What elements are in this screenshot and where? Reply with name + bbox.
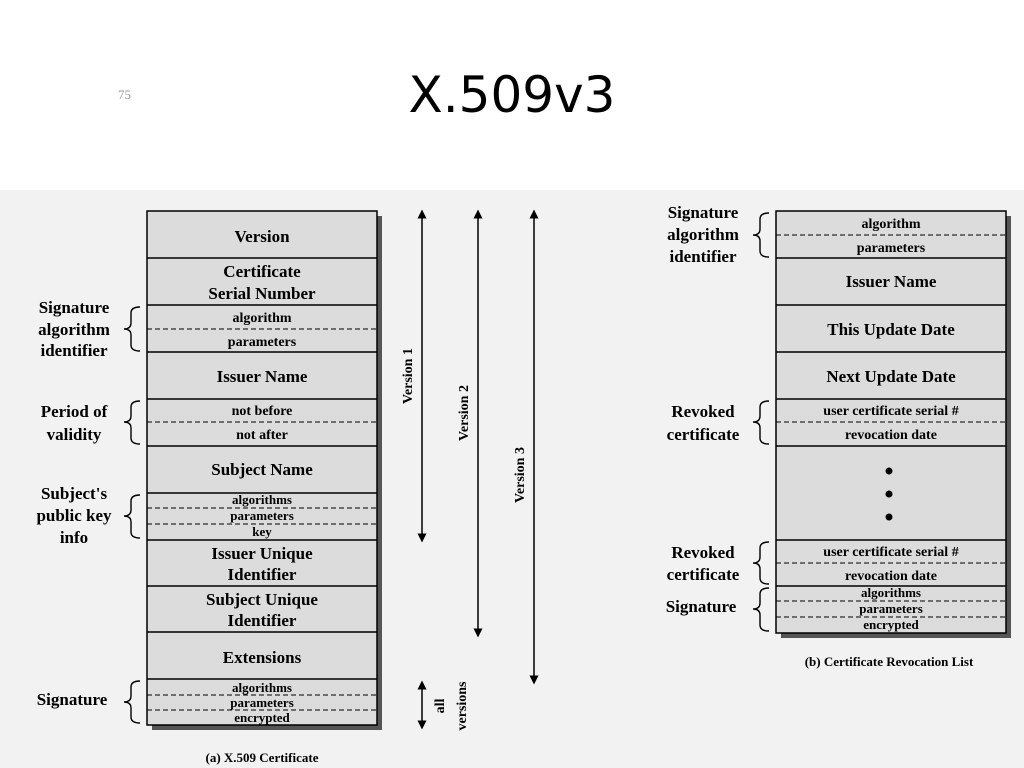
certificate-caption: (a) X.509 Certificate bbox=[206, 750, 319, 765]
crl-dividers bbox=[776, 257, 1006, 587]
crl-field-revoked1-date: revocation date bbox=[845, 428, 937, 443]
field-subject-name: Subject Name bbox=[211, 460, 313, 479]
crl-field-algorithm: algorithm bbox=[861, 217, 920, 232]
field-issuer-uid-line2: Identifier bbox=[228, 565, 297, 584]
slide-title: X.509v3 bbox=[408, 66, 616, 124]
field-extensions: Extensions bbox=[223, 648, 302, 667]
field-sign-algorithms: algorithms bbox=[232, 680, 292, 695]
ellipsis-dots bbox=[885, 467, 893, 521]
crl-caption: (b) Certificate Revocation List bbox=[805, 654, 974, 669]
certificate-diagram: Version Certificate Serial Number algori… bbox=[36, 209, 539, 765]
group-validity-line2: validity bbox=[47, 425, 102, 444]
field-subject-uid-line2: Identifier bbox=[228, 611, 297, 630]
certificate-dashed-dividers bbox=[147, 328, 377, 711]
group-pk-line2: public key bbox=[36, 506, 112, 525]
crl-dashed-dividers bbox=[776, 234, 1006, 618]
crl-field-revoked1-serial: user certificate serial # bbox=[823, 404, 958, 419]
group-sigalg-line3: identifier bbox=[40, 341, 107, 360]
label-all: all bbox=[433, 699, 448, 714]
group-signature: Signature bbox=[37, 690, 108, 709]
brace-sigalg bbox=[123, 306, 141, 352]
crl-field-sign-algorithms: algorithms bbox=[861, 585, 921, 600]
crl-field-this-update: This Update Date bbox=[827, 320, 955, 339]
crl-group-sigalg-line1: Signature bbox=[668, 203, 739, 222]
crl-brace-signature bbox=[752, 587, 770, 632]
crl-field-sign-encrypted: encrypted bbox=[863, 617, 919, 632]
crl-group-sigalg-line2: algorithm bbox=[667, 225, 739, 244]
group-validity-line1: Period of bbox=[41, 402, 108, 421]
crl-field-next-update: Next Update Date bbox=[826, 367, 956, 386]
field-sig-algorithm: algorithm bbox=[232, 311, 291, 326]
field-sign-parameters: parameters bbox=[230, 695, 294, 710]
crl-group-sigalg-line3: identifier bbox=[669, 247, 736, 266]
label-version-2: Version 2 bbox=[457, 385, 472, 441]
field-not-before: not before bbox=[232, 404, 293, 419]
field-version: Version bbox=[234, 227, 290, 246]
crl-diagram: algorithm parameters Issuer Name This Up… bbox=[666, 203, 1011, 669]
label-version-1: Version 1 bbox=[401, 348, 416, 404]
crl-group-revoked2-line2: certificate bbox=[667, 565, 740, 584]
field-serial-line2: Serial Number bbox=[208, 284, 316, 303]
field-sign-encrypted: encrypted bbox=[234, 710, 290, 725]
certificate-dividers bbox=[147, 257, 377, 680]
brace-validity bbox=[123, 400, 141, 445]
crl-brace-revoked1 bbox=[752, 400, 770, 445]
field-pk-parameters: parameters bbox=[230, 508, 294, 523]
field-serial-line1: Certificate bbox=[223, 262, 301, 281]
brace-public-key bbox=[123, 494, 141, 539]
field-issuer-uid-line1: Issuer Unique bbox=[211, 544, 313, 563]
group-pk-line3: info bbox=[60, 528, 88, 547]
crl-group-revoked1-line1: Revoked bbox=[671, 402, 735, 421]
crl-field-issuer-name: Issuer Name bbox=[846, 272, 937, 291]
field-subject-uid-line1: Subject Unique bbox=[206, 590, 318, 609]
crl-field-revoked2-date: revocation date bbox=[845, 569, 937, 584]
crl-brace-revoked2 bbox=[752, 541, 770, 585]
field-not-after: not after bbox=[236, 428, 288, 443]
crl-group-signature: Signature bbox=[666, 597, 737, 616]
label-versions: versions bbox=[455, 681, 470, 731]
field-pk-key: key bbox=[252, 524, 272, 539]
label-version-3: Version 3 bbox=[513, 447, 528, 503]
group-sigalg-line2: algorithm bbox=[38, 320, 110, 339]
group-sigalg-line1: Signature bbox=[39, 298, 110, 317]
certificate-box bbox=[146, 210, 378, 726]
crl-field-parameters: parameters bbox=[857, 241, 926, 256]
field-sig-parameters: parameters bbox=[228, 335, 297, 350]
field-issuer-name: Issuer Name bbox=[217, 367, 308, 386]
slide-number: 75 bbox=[118, 87, 131, 102]
crl-brace-sigalg bbox=[752, 212, 770, 258]
brace-signature bbox=[123, 680, 141, 724]
crl-field-revoked2-serial: user certificate serial # bbox=[823, 545, 958, 560]
diagram: Version Certificate Serial Number algori… bbox=[36, 203, 1011, 765]
field-pk-algorithms: algorithms bbox=[232, 492, 292, 507]
crl-group-revoked1-line2: certificate bbox=[667, 425, 740, 444]
group-pk-line1: Subject's bbox=[41, 484, 108, 503]
crl-group-revoked2-line1: Revoked bbox=[671, 543, 735, 562]
crl-field-sign-parameters: parameters bbox=[859, 601, 923, 616]
figure-area: Version Certificate Serial Number algori… bbox=[0, 190, 1024, 768]
